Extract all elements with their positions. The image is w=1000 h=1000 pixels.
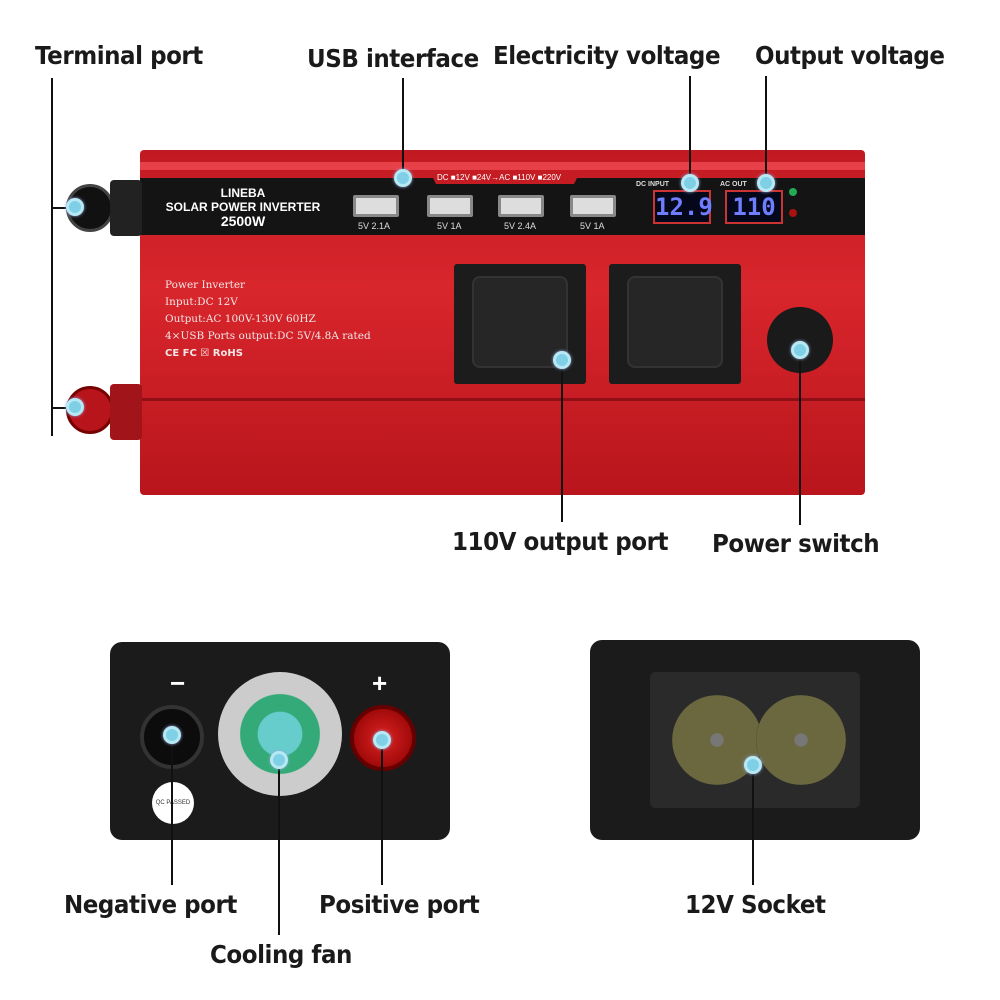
label-usb-interface: USB interface xyxy=(307,44,479,73)
usb-port-1 xyxy=(353,195,399,217)
leader-line xyxy=(51,78,53,436)
usb-rating: 5V 2.4A xyxy=(504,221,537,231)
marker-dot xyxy=(270,751,288,769)
label-terminal-port: Terminal port xyxy=(35,41,203,70)
leader-line xyxy=(278,760,280,935)
label-power-switch: Power switch xyxy=(712,529,880,558)
dc-input-label: DC INPUT xyxy=(636,181,670,188)
label-output-voltage: Output voltage xyxy=(755,41,945,70)
leader-line xyxy=(561,360,563,522)
leader-line xyxy=(51,207,75,209)
mode-strip-bg xyxy=(430,172,580,184)
plus-sign: + xyxy=(372,668,388,698)
usb-rating: 5V 2.1A xyxy=(358,221,391,231)
spec-line: Output:AC 100V-130V 60HZ xyxy=(165,313,316,325)
ac-out-display: 110 xyxy=(725,190,783,224)
leader-line xyxy=(171,735,173,885)
cooling-fan xyxy=(218,672,342,796)
label-12v-socket: 12V Socket xyxy=(685,890,826,919)
spec-line: Power Inverter xyxy=(165,279,246,291)
marker-dot xyxy=(744,756,762,774)
spec-text: Power Inverter Input:DC 12V Output:AC 10… xyxy=(165,277,371,362)
top-rim xyxy=(140,162,865,170)
ac-outlet-1 xyxy=(454,264,586,384)
marker-dot xyxy=(394,169,412,187)
label-electricity-voltage: Electricity voltage xyxy=(493,41,721,70)
leader-line xyxy=(381,740,383,885)
ac-out-label: AC OUT xyxy=(720,181,747,188)
qc-sticker: QC PASSED xyxy=(152,782,194,824)
minus-sign: − xyxy=(170,668,186,698)
label-positive-port: Positive port xyxy=(319,890,480,919)
usb-port-3 xyxy=(498,195,544,217)
terminal-base xyxy=(110,384,142,440)
marker-dot xyxy=(681,174,699,192)
brand-block: LINEBA SOLAR POWER INVERTER 2500W xyxy=(158,186,328,228)
ac-outlet-2 xyxy=(609,264,741,384)
marker-dot xyxy=(791,341,809,359)
usb-rating: 5V 1A xyxy=(437,221,462,231)
usb-port-4 xyxy=(570,195,616,217)
label-cooling-fan: Cooling fan xyxy=(210,940,352,969)
label-negative-port: Negative port xyxy=(64,890,237,919)
brand: LINEBA xyxy=(220,186,266,200)
leader-line xyxy=(752,765,754,885)
marker-dot xyxy=(553,351,571,369)
leader-line xyxy=(799,350,801,525)
spec-line: 4×USB Ports output:DC 5V/4.8A rated xyxy=(165,330,371,342)
leader-line xyxy=(689,76,691,183)
label-output-port: 110V output port xyxy=(452,527,669,556)
wattage: 2500W xyxy=(220,213,266,229)
product-title: SOLAR POWER INVERTER xyxy=(165,200,321,214)
dc-input-display: 12.9 xyxy=(653,190,713,224)
cigarette-socket-2 xyxy=(756,695,846,785)
usb-rating: 5V 1A xyxy=(580,221,605,231)
marker-dot xyxy=(66,198,84,216)
marker-dot xyxy=(163,726,181,744)
leader-line xyxy=(765,76,767,183)
mode-strip: DC ■12V ■24V→AC ■110V ■220V xyxy=(437,173,562,182)
marker-dot xyxy=(757,174,775,192)
marker-dot xyxy=(373,731,391,749)
cert-marks: CE FC ☒ RoHS xyxy=(165,348,243,359)
leader-line xyxy=(402,78,404,178)
usb-port-2 xyxy=(427,195,473,217)
body-groove xyxy=(140,398,865,401)
spec-line: Input:DC 12V xyxy=(165,296,238,308)
led-green xyxy=(789,188,797,196)
leader-line xyxy=(51,407,75,409)
led-red xyxy=(789,209,797,217)
terminal-base xyxy=(110,180,142,236)
marker-dot xyxy=(66,398,84,416)
